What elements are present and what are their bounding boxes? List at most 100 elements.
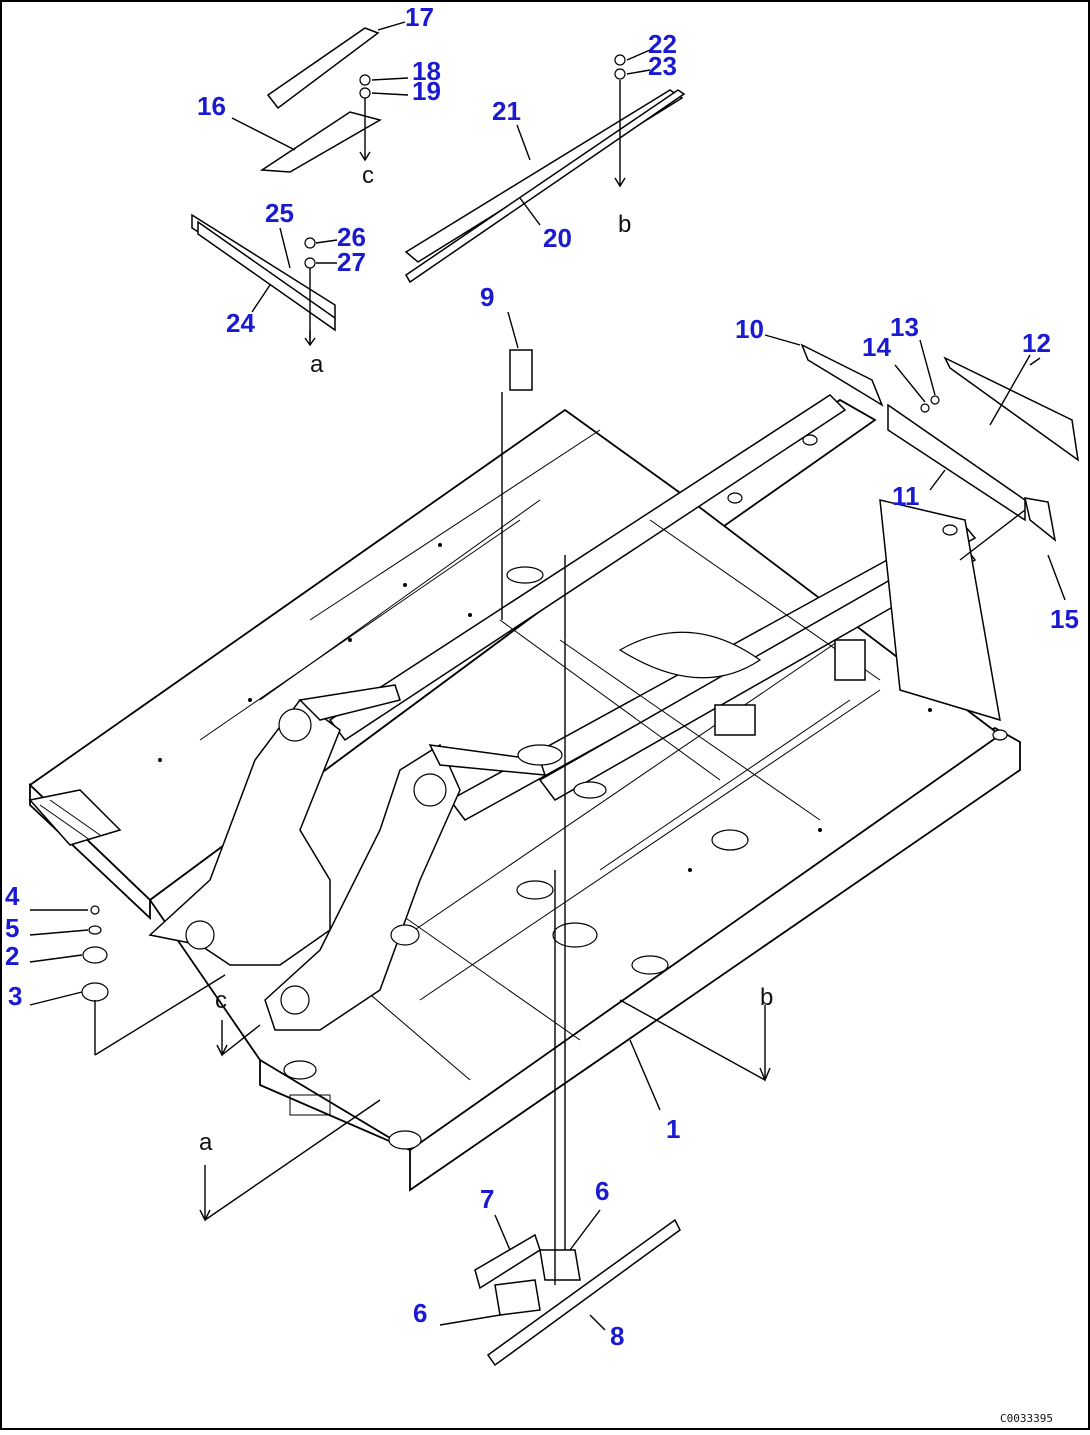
callout-20: 20 bbox=[543, 223, 572, 253]
part-3-cover bbox=[81, 982, 109, 1002]
cross-member bbox=[259, 499, 541, 701]
callout-11: 11 bbox=[892, 481, 920, 511]
ref-c-bottom: c bbox=[215, 987, 227, 1014]
part-19-washer bbox=[359, 87, 371, 99]
part-2-plate bbox=[82, 946, 108, 964]
boom-pin-hole bbox=[278, 708, 312, 742]
bolt-dot bbox=[158, 758, 162, 762]
part-6-pad-upper bbox=[539, 1249, 581, 1281]
callout-10: 10 bbox=[735, 314, 764, 344]
bolt-dot bbox=[688, 868, 692, 872]
boom-pin-hole bbox=[413, 773, 447, 807]
part-14-washer bbox=[920, 403, 930, 413]
ref-b-top: b bbox=[618, 211, 631, 238]
bolt-hole bbox=[992, 729, 1008, 741]
boom-bracket-left bbox=[148, 698, 341, 966]
bolt-dot bbox=[348, 638, 352, 642]
callout-26: 26 bbox=[337, 222, 366, 252]
callout-22: 22 bbox=[648, 29, 677, 59]
callout-21: 21 bbox=[492, 96, 521, 126]
drawing-code: C0033395 bbox=[1000, 1412, 1053, 1425]
part-6-pad-lower bbox=[494, 1279, 541, 1316]
large-opening bbox=[618, 631, 762, 679]
right-rail-lower bbox=[538, 539, 977, 801]
access-hole bbox=[388, 1130, 422, 1150]
mount-bracket bbox=[714, 704, 756, 736]
part-24-bracket bbox=[197, 220, 336, 332]
bolt-hole bbox=[802, 434, 818, 446]
callout-5: 5 bbox=[5, 913, 19, 943]
part-8-strip bbox=[486, 1218, 681, 1367]
bolt-dot bbox=[928, 708, 932, 712]
part-20-rail bbox=[405, 89, 686, 284]
cross-member bbox=[399, 639, 841, 941]
rear-extension bbox=[879, 499, 1001, 722]
callout-8: 8 bbox=[610, 1321, 624, 1351]
ref-a-top: a bbox=[310, 351, 324, 378]
part-18-bolt bbox=[359, 74, 371, 86]
access-hole bbox=[631, 955, 669, 975]
part-16-plate bbox=[259, 111, 382, 173]
bolt-dot bbox=[248, 698, 252, 702]
part-26-bolt bbox=[304, 237, 316, 249]
part-12-cover bbox=[943, 356, 1080, 462]
cross-member bbox=[559, 639, 821, 821]
callout-19: 19 bbox=[412, 76, 441, 106]
cross-member bbox=[309, 429, 601, 621]
boom-bracket-right bbox=[264, 743, 461, 1031]
part-9-block bbox=[509, 349, 533, 391]
callout-16: 16 bbox=[197, 91, 226, 121]
part-11-plate bbox=[887, 403, 1026, 522]
cross-member bbox=[599, 699, 851, 871]
bracket-plate bbox=[289, 1094, 331, 1116]
callout-1: 1 bbox=[666, 1114, 680, 1144]
callout-13: 13 bbox=[890, 312, 919, 342]
callout-labels: 17 16 18 19 21 20 22 23 25 24 26 27 9 10… bbox=[5, 2, 1079, 1351]
callout-9: 9 bbox=[480, 282, 494, 312]
part-15-bracket bbox=[1024, 497, 1057, 542]
main-frame bbox=[28, 394, 1021, 1192]
link-plate bbox=[298, 684, 401, 721]
callout-7: 7 bbox=[480, 1184, 494, 1214]
part-5-washer bbox=[88, 925, 102, 935]
access-hole bbox=[517, 744, 563, 766]
part-13-bolt bbox=[930, 395, 940, 405]
callout-15: 15 bbox=[1050, 604, 1079, 634]
bolt-dot bbox=[818, 828, 822, 832]
bolt-dot bbox=[468, 613, 472, 617]
callout-25: 25 bbox=[265, 198, 294, 228]
callout-4: 4 bbox=[5, 881, 20, 911]
callout-17: 17 bbox=[405, 2, 434, 32]
reference-letters: c b a b c a bbox=[199, 162, 773, 1156]
bolt-dot bbox=[438, 543, 442, 547]
part-4-bolt bbox=[90, 905, 100, 915]
cross-member bbox=[419, 689, 881, 1001]
ref-b-bottom: b bbox=[760, 984, 773, 1011]
callout-14: 14 bbox=[862, 332, 891, 362]
left-rail bbox=[328, 394, 847, 742]
part-27-washer bbox=[304, 257, 316, 269]
callout-27: 27 bbox=[337, 247, 366, 277]
callout-6-upper: 6 bbox=[595, 1176, 609, 1206]
part-7-strip bbox=[474, 1233, 541, 1290]
callout-12: 12 bbox=[1022, 328, 1051, 358]
part-10-plate bbox=[800, 343, 884, 407]
access-hole bbox=[573, 781, 607, 799]
ref-c-top: c bbox=[362, 162, 374, 189]
part-22-bolt bbox=[614, 54, 626, 66]
part-17-cover bbox=[266, 27, 380, 110]
access-hole bbox=[516, 880, 554, 900]
callout-6-lower: 6 bbox=[413, 1298, 427, 1328]
cylinder-pin-hole bbox=[280, 985, 310, 1015]
access-hole bbox=[283, 1060, 317, 1080]
cross-member bbox=[199, 519, 521, 741]
callout-24: 24 bbox=[226, 308, 255, 338]
callout-18: 18 bbox=[412, 56, 441, 86]
mount-bracket bbox=[834, 639, 866, 681]
bolt-dot bbox=[403, 583, 407, 587]
cross-member bbox=[379, 899, 581, 1041]
leader-lines bbox=[29, 21, 1066, 1331]
